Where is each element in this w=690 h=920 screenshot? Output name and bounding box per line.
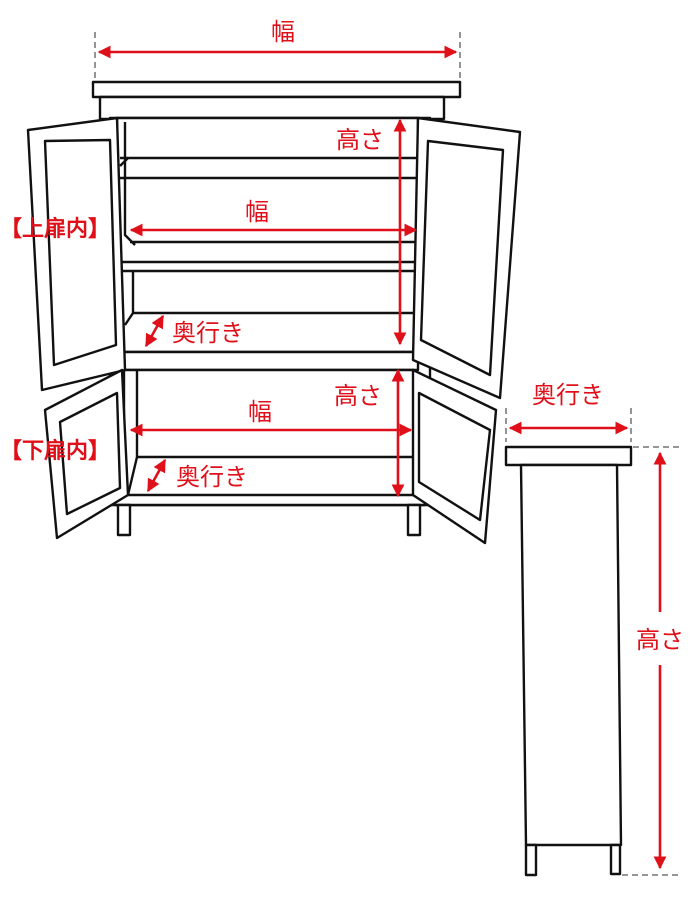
- bottom-board: [113, 493, 427, 507]
- side-body: [519, 463, 623, 847]
- side-depth-dimension: 奥行き: [505, 381, 632, 442]
- lower-left-door: [43, 368, 130, 540]
- side-view-cabinet: [504, 445, 633, 877]
- side-depth-label: 奥行き: [532, 381, 604, 409]
- overall-width-dimension: 幅: [94, 18, 461, 80]
- upper-section-dimensions: 高さ 幅 奥行き 【上扉内】: [0, 118, 418, 348]
- lower-depth-label: 奥行き: [176, 463, 248, 491]
- upper-section-label: 【上扉内】: [0, 216, 110, 242]
- lower-section-dimensions: 高さ 幅 奥行き 【下扉内】: [0, 368, 413, 498]
- upper-width-label: 幅: [245, 198, 269, 226]
- upper-depth-label: 奥行き: [172, 319, 244, 347]
- lower-right-door: [411, 368, 498, 545]
- upper-depth-arrow: [144, 314, 165, 348]
- lower-width-label: 幅: [248, 398, 272, 426]
- leg-right: [406, 503, 422, 537]
- lower-height-label: 高さ: [334, 382, 382, 410]
- overall-width-label: 幅: [271, 18, 295, 46]
- middle-divider: [115, 350, 420, 372]
- side-height-label: 高さ: [636, 626, 684, 654]
- lower-depth-arrow: [146, 458, 167, 493]
- upper-height-label: 高さ: [336, 126, 384, 154]
- cornice: [98, 95, 446, 121]
- leg-left: [116, 503, 132, 537]
- front-view-cabinet: [26, 80, 522, 545]
- upper-right-door: [411, 116, 522, 400]
- side-height-dimension: 高さ: [622, 446, 684, 876]
- lower-section-label: 【下扉内】: [0, 438, 110, 464]
- side-top-board: [504, 445, 633, 467]
- upper-left-door: [26, 116, 127, 392]
- top-board: [91, 80, 462, 99]
- side-leg-front: [524, 843, 538, 877]
- side-leg-back: [609, 843, 622, 876]
